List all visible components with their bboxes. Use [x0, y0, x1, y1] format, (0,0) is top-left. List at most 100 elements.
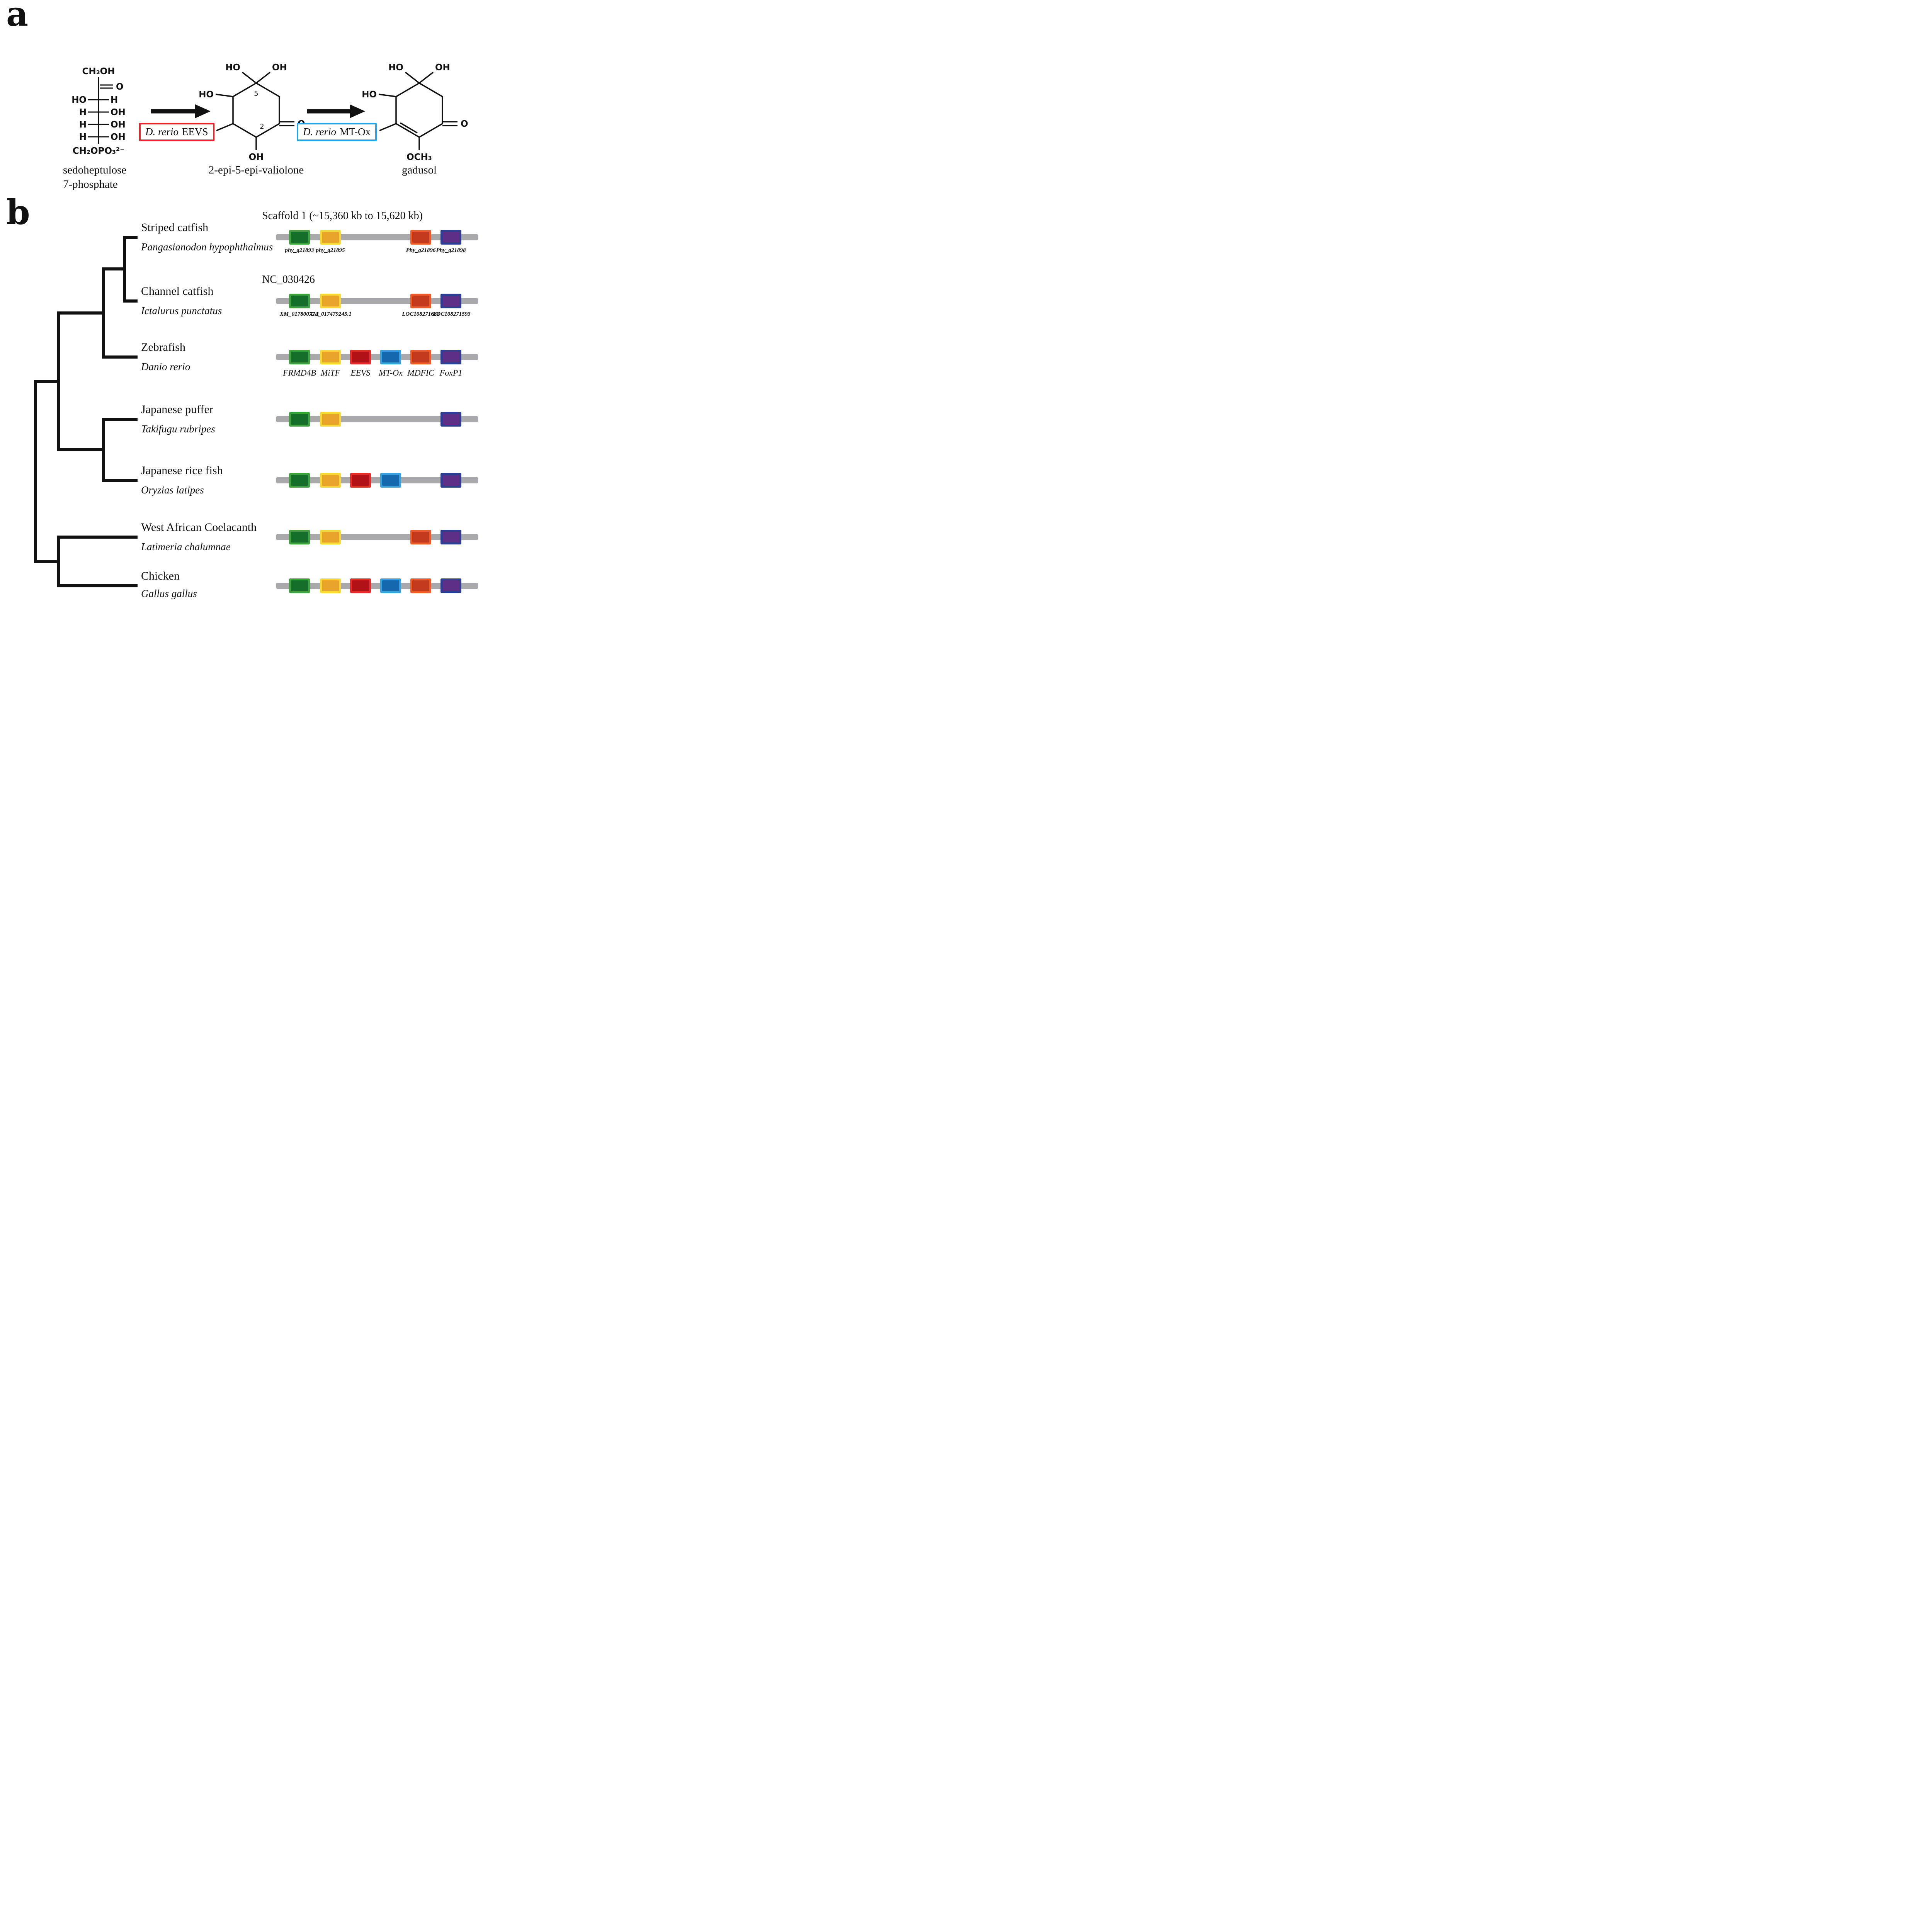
gene-box-frmd4b — [289, 412, 310, 427]
enzyme-name: EEVS — [182, 126, 208, 138]
species-common-name: Japanese puffer — [141, 403, 213, 416]
pathway-diagram: CH₂OH O HO H H OH H OH H OH CH₂OPO₃²⁻ se… — [63, 63, 468, 190]
gene-box-mdfic-inner — [412, 352, 429, 362]
tree-clade-puffer-ricefish — [102, 418, 138, 482]
product-name: gadusol — [402, 164, 437, 176]
atom-label: O — [461, 119, 468, 129]
carbon-number-2: 2 — [260, 122, 264, 131]
atom-label: H — [111, 95, 118, 105]
gene-box-mtox-inner — [382, 352, 399, 362]
gene-box-mdfic — [410, 230, 431, 245]
gene-box-foxp1-inner — [442, 475, 459, 486]
scaffold-header: Scaffold 1 (~15,360 kb to 15,620 kb) — [262, 210, 423, 222]
species-scientific-name: Oryzias latipes — [141, 484, 204, 496]
species-common-name: Striped catfish — [141, 221, 209, 234]
gene-box-mitf-inner — [322, 296, 339, 306]
species-common-name: Japanese rice fish — [141, 464, 223, 477]
gene-box-mdfic-inner — [412, 580, 429, 591]
gene-box-foxp1 — [440, 530, 461, 544]
gene-box-mdfic-inner — [412, 296, 429, 306]
scaffold-header: NC_030426 — [262, 274, 315, 286]
gene-box-mtox-inner — [382, 475, 399, 486]
gene-box-frmd4b-inner — [291, 352, 308, 362]
gene-box-mitf — [320, 230, 341, 245]
gene-box-eevs — [350, 578, 371, 593]
gene-box-foxp1 — [440, 230, 461, 245]
gene-box-foxp1-inner — [442, 232, 459, 243]
sedoheptulose-structure: CH₂OH O HO H H OH H OH H OH CH₂OPO₃²⁻ se… — [63, 66, 126, 190]
species-common-name: Zebrafish — [141, 341, 185, 354]
gene-box-frmd4b-inner — [291, 232, 308, 243]
gene-box-mtox — [380, 350, 401, 364]
atom-label: OH — [272, 63, 287, 73]
gene-box-mitf — [320, 350, 341, 364]
gene-box-frmd4b-inner — [291, 414, 308, 425]
enzyme-organism: D. rerio — [145, 126, 179, 138]
atom-label: CH₂OPO₃²⁻ — [73, 146, 124, 156]
gene-box-mitf-inner — [322, 580, 339, 591]
species-scientific-name: Pangasianodon hypophthalmus — [141, 241, 273, 253]
gene-box-foxp1-inner — [442, 296, 459, 306]
gene-box-mtox — [380, 578, 401, 593]
gene-label: EEVS — [350, 368, 371, 378]
species-scientific-name: Danio rerio — [141, 361, 190, 372]
figure: a b CH₂OH O HO H H OH H OH H — [0, 0, 479, 599]
species-scientific-name: Latimeria chalumnae — [141, 541, 231, 553]
gene-box-foxp1 — [440, 578, 461, 593]
gene-box-frmd4b — [289, 578, 310, 593]
gene-box-foxp1 — [440, 350, 461, 364]
panel-b-label: b — [6, 192, 30, 232]
gene-box-mitf-inner — [322, 532, 339, 543]
gene-box-mitf — [320, 412, 341, 427]
gene-box-mitf — [320, 530, 341, 544]
gene-box-frmd4b — [289, 350, 310, 364]
gene-label: Phy_g21896 — [406, 247, 436, 253]
gene-box-frmd4b — [289, 294, 310, 308]
gene-label: FRMD4B — [283, 368, 316, 378]
gene-box-mdfic — [410, 350, 431, 364]
atom-label: OH — [111, 120, 126, 130]
substrate-name-line1: sedoheptulose — [63, 164, 126, 176]
gene-box-mdfic — [410, 578, 431, 593]
tree-clade-catfish — [123, 236, 138, 303]
gene-label: FoxP1 — [439, 368, 463, 378]
gene-label: MT-Ox — [379, 368, 403, 378]
tree-clade-coelacanth-chicken — [57, 536, 138, 587]
tree-root — [34, 380, 60, 563]
gene-label: phy_g21893 — [285, 247, 314, 253]
atom-label: OCH₃ — [406, 152, 432, 162]
gene-box-eevs-inner — [352, 580, 369, 591]
gene-label: MiTF — [320, 368, 340, 378]
atom-label: HO — [71, 95, 87, 105]
gene-box-eevs-inner — [352, 475, 369, 486]
atom-label: H — [79, 132, 87, 142]
gene-box-mdfic-inner — [412, 232, 429, 243]
atom-label: HO — [362, 90, 377, 100]
gene-box-foxp1-inner — [442, 414, 459, 425]
gene-box-frmd4b — [289, 230, 310, 245]
gene-box-eevs — [350, 350, 371, 364]
gene-box-eevs — [350, 473, 371, 488]
gene-box-frmd4b-inner — [291, 580, 308, 591]
gene-box-frmd4b-inner — [291, 532, 308, 543]
gene-box-frmd4b-inner — [291, 475, 308, 486]
gene-label: MDFIC — [407, 368, 434, 378]
atom-label: HO — [199, 90, 214, 100]
atom-label: H — [79, 107, 87, 117]
gene-box-mtox — [380, 473, 401, 488]
enzyme-name: MT-Ox — [340, 126, 371, 138]
atom-label: OH — [435, 63, 450, 73]
gene-box-mdfic — [410, 294, 431, 308]
gene-box-mitf-inner — [322, 232, 339, 243]
carbon-number-5: 5 — [254, 90, 258, 98]
gene-box-foxp1-inner — [442, 580, 459, 591]
intermediate-name: 2-epi-5-epi-valiolone — [209, 164, 304, 176]
atom-label: OH — [111, 107, 126, 117]
gene-box-foxp1 — [440, 294, 461, 308]
gene-label: phy_g21895 — [316, 247, 345, 253]
gene-box-frmd4b — [289, 473, 310, 488]
atom-label: HO — [225, 63, 240, 73]
gene-box-foxp1 — [440, 473, 461, 488]
atom-label: H — [79, 120, 87, 130]
atom-label: OH — [249, 152, 264, 162]
